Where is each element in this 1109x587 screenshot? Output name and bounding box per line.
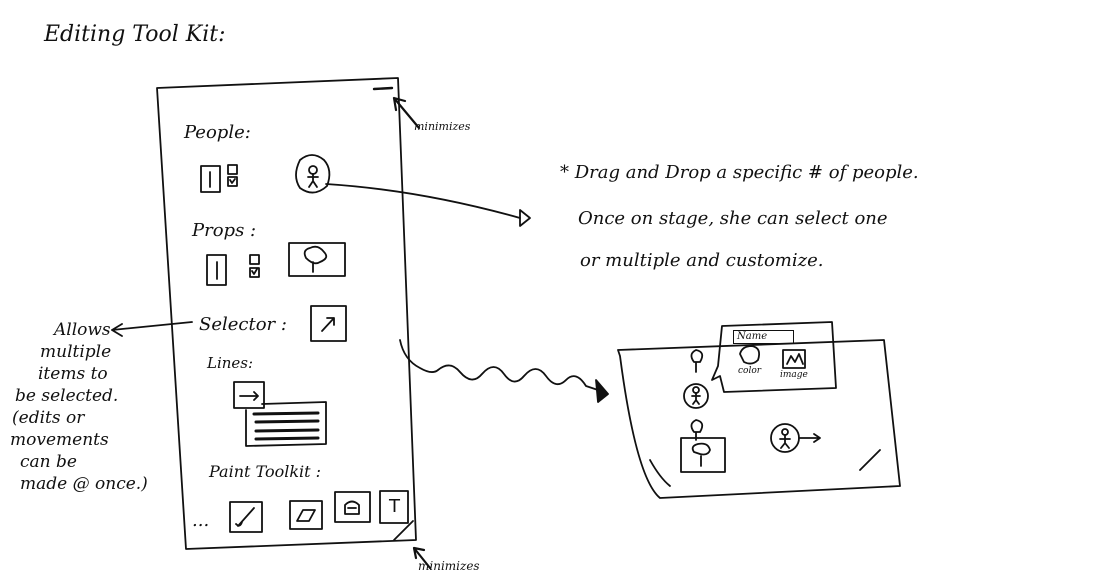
tree-icon bbox=[303, 245, 328, 273]
image-label: image bbox=[780, 370, 808, 380]
side-note-line: can be bbox=[20, 452, 77, 472]
minimize-note-bottom: minimizes bbox=[418, 559, 480, 573]
people-count-box bbox=[200, 165, 221, 193]
selector-box bbox=[310, 305, 347, 342]
minimize-icon bbox=[372, 86, 394, 91]
tree-prop bbox=[288, 242, 346, 277]
side-note-line: made @ once.) bbox=[20, 474, 148, 494]
selector-pointer bbox=[111, 321, 193, 337]
stage-person-1 bbox=[683, 383, 709, 409]
props-count-box bbox=[206, 254, 227, 286]
color-label: color bbox=[738, 366, 762, 376]
people-up-arrow bbox=[227, 164, 238, 175]
person-icon bbox=[308, 165, 318, 175]
lines-panel bbox=[245, 401, 327, 447]
side-note-line: items to bbox=[38, 364, 108, 384]
color-icon bbox=[739, 345, 761, 365]
props-label: Props : bbox=[192, 220, 257, 241]
people-down-arrow bbox=[227, 176, 238, 187]
brush-icon bbox=[235, 507, 255, 527]
paint-bucket-icon bbox=[344, 500, 360, 515]
drag-note-line: Once on stage, she can select one bbox=[578, 208, 888, 229]
selector-label: Selector : bbox=[199, 314, 287, 335]
stage-prop bbox=[680, 437, 726, 473]
squiggle-connector bbox=[399, 339, 599, 391]
side-note-line: (edits or bbox=[12, 408, 85, 428]
side-note-line: multiple bbox=[40, 342, 112, 362]
paint-toolkit-label: Paint Toolkit : bbox=[209, 462, 322, 481]
toolkit-panel bbox=[156, 77, 417, 550]
minimize-arrow-bottom bbox=[412, 546, 432, 570]
stage-box bbox=[617, 339, 901, 499]
page-title: Editing Tool Kit: bbox=[44, 22, 226, 47]
lines-label: Lines: bbox=[207, 354, 254, 372]
drag-arrow bbox=[325, 183, 521, 219]
drag-note-line: or multiple and customize. bbox=[580, 250, 824, 271]
arrow-icon bbox=[321, 317, 335, 332]
people-bubble bbox=[295, 154, 331, 194]
people-label: People: bbox=[184, 122, 251, 143]
minimize-arrow-top bbox=[392, 96, 421, 130]
customize-bubble bbox=[711, 321, 837, 393]
minimize-note-top: minimizes bbox=[414, 120, 471, 133]
minimize-corner-icon bbox=[393, 520, 414, 541]
line-tool bbox=[233, 381, 265, 409]
paint-more-button[interactable]: ... bbox=[192, 510, 210, 531]
side-note-line: be selected. bbox=[15, 386, 119, 406]
line-arrow-icon bbox=[239, 391, 259, 401]
drag-note-line: * Drag and Drop a specific # of people. bbox=[560, 162, 919, 183]
name-field[interactable]: Name bbox=[733, 330, 794, 344]
side-note-line: Allows bbox=[54, 320, 111, 340]
text-icon[interactable]: T bbox=[389, 496, 400, 517]
image-icon bbox=[782, 349, 806, 369]
side-note-line: movements bbox=[10, 430, 109, 450]
parallelogram-icon bbox=[296, 509, 316, 522]
